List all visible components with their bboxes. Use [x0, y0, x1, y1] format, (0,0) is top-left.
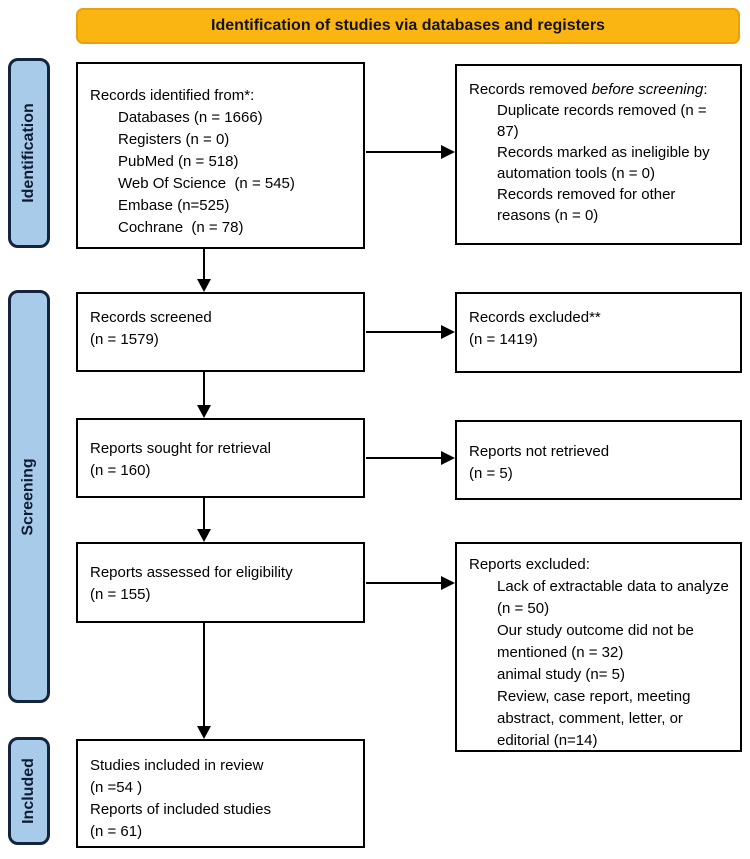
records-identified-item: Databases (n = 1666)	[118, 109, 263, 126]
box-reports-sought: Reports sought for retrieval (n = 160)	[76, 418, 365, 498]
reports-sought-count: (n = 160)	[90, 462, 151, 479]
reports-included-count: (n = 61)	[90, 823, 143, 840]
studies-included-line: Studies included in review	[90, 757, 264, 774]
box-records-excluded: Records excluded** (n = 1419)	[455, 292, 742, 373]
arrow-identified-to-removed	[366, 145, 455, 159]
arrow-identified-to-screened	[197, 249, 211, 292]
arrow-sought-to-assessed	[197, 498, 211, 542]
records-identified-item: Cochrane (n = 78)	[118, 219, 244, 236]
stage-label-included: Included	[8, 737, 50, 845]
stage-label-screening: Screening	[8, 290, 50, 703]
records-identified-item: PubMed (n = 518)	[118, 153, 239, 170]
arrow-screened-to-excluded	[366, 325, 455, 339]
reports-excluded-item: Our study outcome did not be mentioned (…	[497, 622, 698, 661]
stage-label-identification-text: Identification	[20, 103, 37, 203]
records-identified-item: Registers (n = 0)	[118, 131, 230, 148]
reports-excluded-title: Reports excluded:	[469, 556, 590, 573]
records-removed-title: Records removed before screening:	[469, 81, 708, 98]
records-removed-item: Duplicate records removed (n = 87)	[497, 102, 711, 140]
arrow-sought-to-not-retrieved	[366, 451, 455, 465]
records-removed-item: Records marked as ineligible by automati…	[497, 144, 714, 182]
stage-label-included-text: Included	[20, 758, 37, 824]
box-records-screened: Records screened (n = 1579)	[76, 292, 365, 372]
stage-label-screening-text: Screening	[20, 457, 38, 536]
box-reports-not-retrieved: Reports not retrieved (n = 5)	[455, 420, 742, 500]
banner-identification-of-studies: Identification of studies via databases …	[76, 8, 740, 44]
arrow-assessed-to-included	[197, 623, 211, 739]
reports-excluded-item: Review, case report, meeting abstract, c…	[497, 688, 695, 749]
records-excluded-line: Records excluded**	[469, 309, 601, 326]
studies-included-count: (n =54 )	[90, 779, 143, 796]
records-identified-item: Embase (n=525)	[118, 197, 230, 214]
arrow-screened-to-sought	[197, 372, 211, 418]
records-identified-title: Records identified from*:	[90, 87, 255, 104]
reports-assessed-count: (n = 155)	[90, 586, 151, 603]
records-removed-item: Records removed for other reasons (n = 0…	[497, 186, 680, 224]
reports-excluded-item: Lack of extractable data to analyze (n =…	[497, 578, 733, 617]
reports-included-line: Reports of included studies	[90, 801, 271, 818]
box-reports-assessed: Reports assessed for eligibility (n = 15…	[76, 542, 365, 623]
box-studies-included: Studies included in review (n =54 ) Repo…	[76, 739, 365, 848]
banner-label: Identification of studies via databases …	[211, 17, 605, 34]
records-screened-count: (n = 1579)	[90, 331, 159, 348]
arrow-assessed-to-reports-excluded	[366, 576, 455, 590]
reports-excluded-item: animal study (n= 5)	[497, 666, 625, 683]
reports-not-retrieved-line: Reports not retrieved	[469, 443, 610, 460]
box-records-identified: Records identified from*: Databases (n =…	[76, 62, 365, 249]
stage-label-identification: Identification	[8, 58, 50, 248]
reports-assessed-line: Reports assessed for eligibility	[90, 564, 293, 581]
reports-sought-line: Reports sought for retrieval	[90, 440, 271, 457]
box-records-removed-before-screening: Records removed before screening: Duplic…	[455, 64, 742, 245]
records-identified-item: Web Of Science (n = 545)	[118, 175, 295, 192]
records-excluded-count: (n = 1419)	[469, 331, 538, 348]
records-removed-title-italic: before screening	[591, 81, 704, 98]
records-screened-line: Records screened	[90, 309, 212, 326]
reports-not-retrieved-count: (n = 5)	[469, 465, 513, 482]
box-reports-excluded: Reports excluded: Lack of extractable da…	[455, 542, 742, 752]
